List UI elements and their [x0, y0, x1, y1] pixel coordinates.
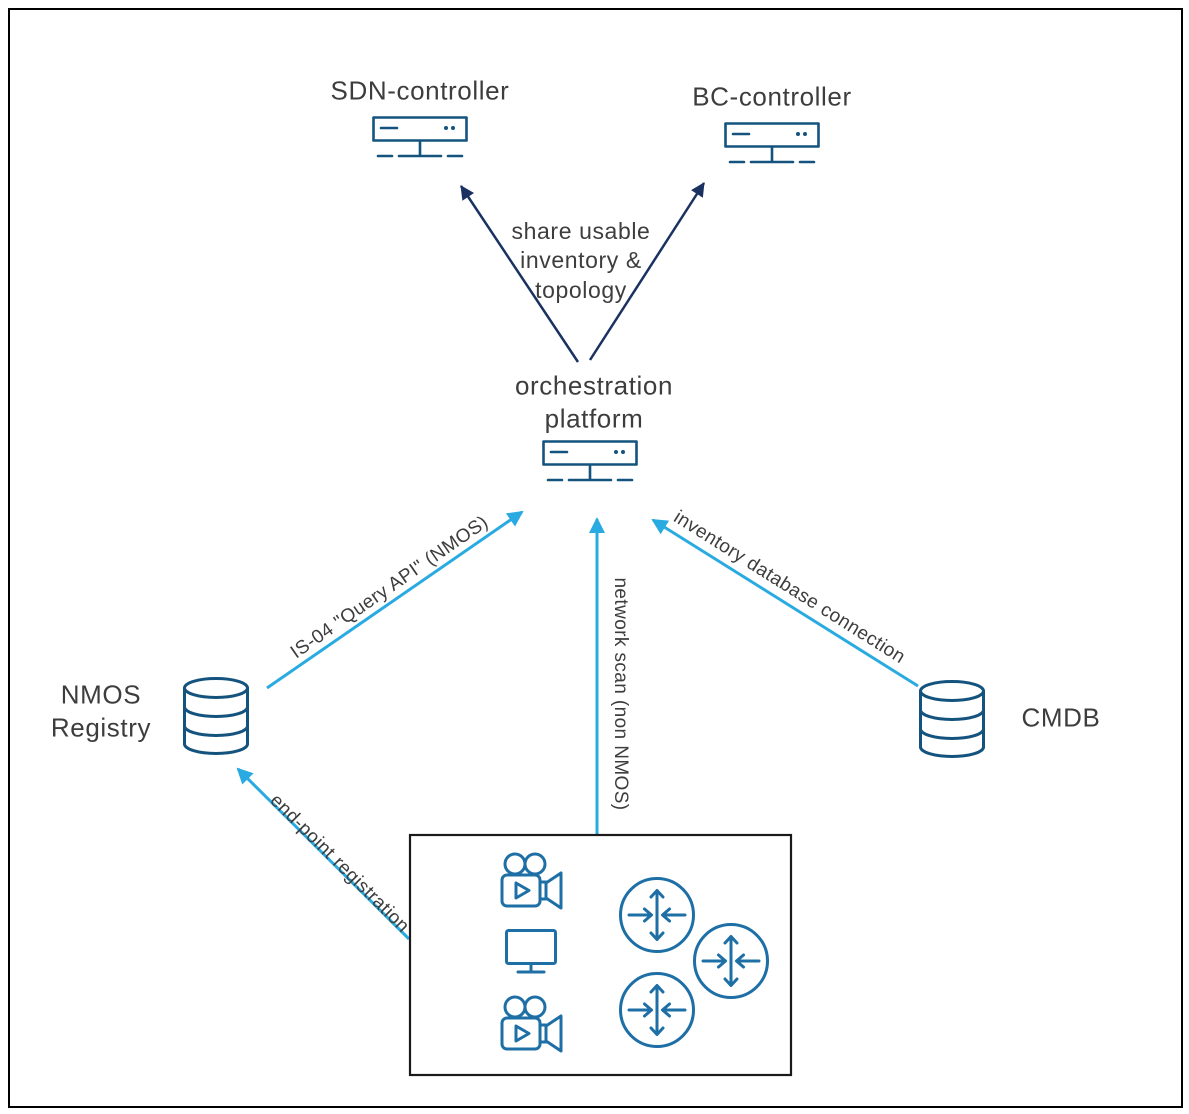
cmdb-label: CMDB [1021, 702, 1101, 733]
outer-border [8, 8, 1183, 1108]
arrow-cmdb-to-platform [651, 518, 919, 688]
nmos-registry-label: NMOS Registry [50, 679, 152, 743]
devices-box [408, 833, 793, 1077]
camera-icon [502, 854, 561, 908]
bc-controller-label: BC-controller [692, 81, 852, 112]
camera-icon [502, 997, 561, 1051]
arrow-nmos-to-platform [266, 510, 524, 690]
sdn-controller-label: SDN-controller [330, 75, 510, 106]
router-icon [621, 974, 694, 1047]
router-icon [695, 925, 768, 998]
arrow-platform-to-bc [588, 182, 706, 361]
nmos-registry-database-icon [185, 679, 248, 754]
bc-controller-server-icon [726, 124, 819, 163]
orchestration-platform-server-icon [544, 442, 637, 481]
cmdb-database-icon [921, 682, 984, 757]
monitor-icon [507, 931, 556, 973]
arrow-platform-to-sdn [459, 185, 580, 363]
orchestration-platform-label: orchestration platform [514, 370, 674, 434]
router-icon [621, 879, 694, 952]
network-scan-label: network scan (non NMOS) [610, 577, 632, 811]
arrow-devices-to-nmos [236, 767, 411, 941]
share-inventory-topology-label: share usable inventory & topology [511, 217, 651, 303]
sdn-controller-server-icon [374, 118, 467, 157]
